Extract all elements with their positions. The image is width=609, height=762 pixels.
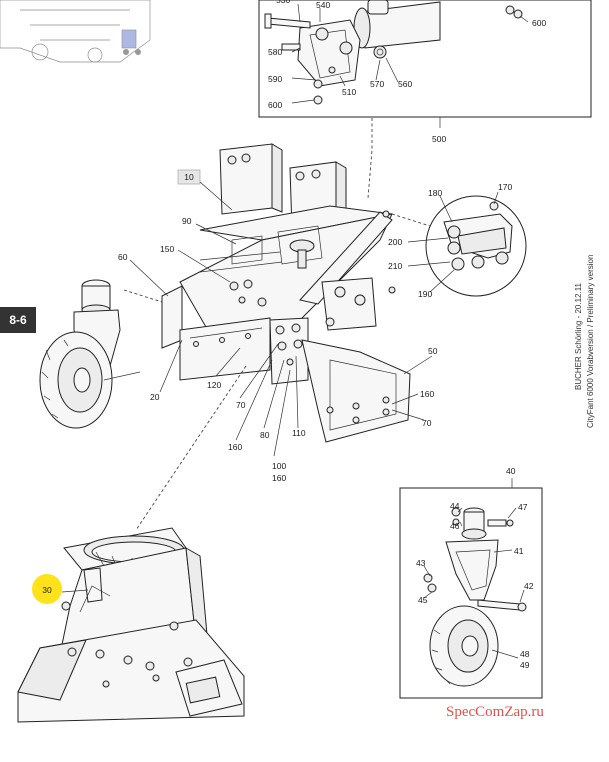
label-46: 46 [450, 521, 460, 531]
label-50: 50 [428, 346, 438, 356]
side-note: BUCHER Schörling - 20.12.11 CityFant 600… [574, 255, 595, 428]
label-160-b: 160 [272, 473, 286, 483]
label-70-a: 70 [236, 400, 246, 410]
label-70-b: 70 [422, 418, 432, 428]
dashed-link-500 [367, 118, 373, 199]
label-190: 190 [418, 289, 432, 299]
label-580: 580 [268, 47, 282, 57]
detail-circle: 180 170 200 210 190 [388, 182, 527, 299]
label-210: 210 [388, 261, 402, 271]
label-40: 40 [506, 466, 516, 476]
label-540: 540 [316, 0, 330, 10]
watermark: SpecComZap.ru [446, 704, 544, 720]
page-tab: 8-6 [0, 307, 36, 333]
label-120: 120 [207, 380, 221, 390]
highlight-marker [32, 574, 62, 604]
hopper-assembly [17, 527, 245, 723]
page-tab-bg [0, 307, 36, 333]
label-150: 150 [160, 244, 174, 254]
label-570: 570 [370, 79, 384, 89]
label-20: 20 [150, 392, 160, 402]
detail-box-500: 530 540 580 590 600 510 570 560 600 500 [258, 0, 592, 144]
svg-text:10: 10 [184, 172, 194, 182]
svg-text:8-6: 8-6 [9, 313, 27, 327]
svg-text:30: 30 [42, 585, 52, 595]
label-41: 41 [514, 546, 524, 556]
label-43: 43 [416, 558, 426, 568]
main-frame [161, 143, 411, 443]
label-100: 100 [272, 461, 286, 471]
label-510: 510 [342, 87, 356, 97]
label-600-a: 600 [268, 100, 282, 110]
label-160-c: 160 [420, 389, 434, 399]
caster-wheel-left [39, 279, 163, 429]
label-49: 49 [520, 660, 530, 670]
side-note-line1: BUCHER Schörling - 20.12.11 [574, 282, 583, 390]
label-160-a: 160 [228, 442, 242, 452]
label-170: 170 [498, 182, 512, 192]
label-200: 200 [388, 237, 402, 247]
label-60: 60 [118, 252, 128, 262]
detail-box-40: 40 44 46 47 41 43 45 42 48 49 [399, 466, 543, 699]
part-label-boxed-10: 10 [177, 169, 201, 185]
label-90: 90 [182, 216, 192, 226]
label-500: 500 [432, 134, 446, 144]
label-110: 110 [292, 428, 306, 438]
label-80: 80 [260, 430, 270, 440]
label-560: 560 [398, 79, 412, 89]
label-600-b: 600 [532, 18, 546, 28]
side-note-line2: CityFant 6000 Vorabversion / Preliminary… [586, 255, 595, 428]
label-45: 45 [418, 595, 428, 605]
part-label-highlight-30: 30 [32, 574, 62, 604]
label-48: 48 [520, 649, 530, 659]
label-530: 530 [276, 0, 290, 5]
label-47: 47 [518, 502, 528, 512]
machine-thumbnail [0, 0, 151, 63]
label-42: 42 [524, 581, 534, 591]
label-44: 44 [450, 501, 460, 511]
frame-labels: 90 150 60 20 120 70 80 110 160 100 160 5… [118, 216, 438, 483]
label-590: 590 [268, 74, 282, 84]
label-180: 180 [428, 188, 442, 198]
